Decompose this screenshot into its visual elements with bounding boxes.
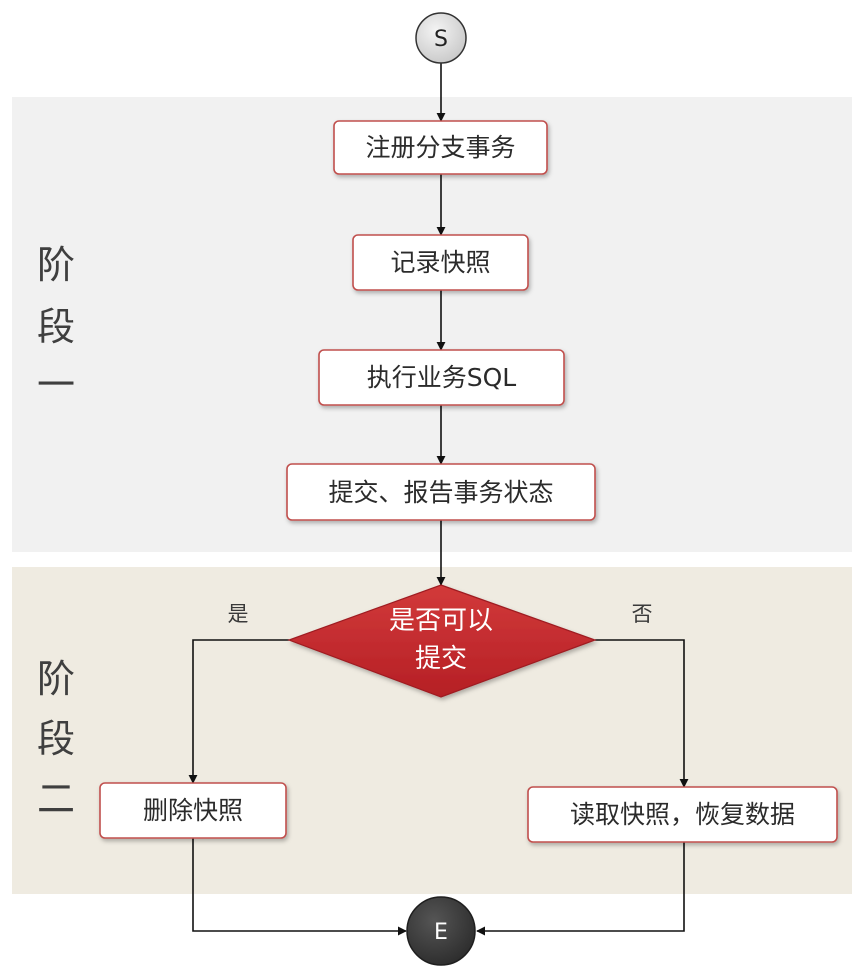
phase1-label-char-3: 一 [37, 363, 75, 407]
phase2-label: 阶 段 二 [37, 657, 75, 821]
phase1-label-char-1: 阶 [37, 243, 75, 287]
phase2-label-char-1: 阶 [37, 657, 75, 701]
action-label: 删除快照 [143, 796, 243, 825]
end-node: E [406, 896, 476, 966]
branch-yes-label: 是 [228, 602, 249, 626]
phase2-label-char-2: 段 [37, 717, 75, 761]
phase1-label: 阶 段 一 [37, 243, 75, 407]
branch-no-label: 否 [632, 602, 653, 626]
decision-label-line-2: 提交 [415, 644, 467, 674]
decision-can-commit: 是否可以 提交 [287, 584, 597, 698]
step-box [318, 349, 565, 406]
step-record-snapshot: 记录快照 [352, 234, 529, 291]
step-label: 记录快照 [390, 248, 490, 277]
step-box [286, 463, 596, 521]
start-node: S [415, 12, 467, 64]
connectors [188, 63, 689, 936]
action-label: 读取快照，恢复数据 [570, 800, 795, 829]
step-commit-report: 提交、报告事务状态 [286, 463, 596, 521]
phase2-label-char-3: 二 [37, 777, 75, 821]
step-label: 提交、报告事务状态 [328, 478, 553, 507]
step-register-branch: 注册分支事务 [333, 120, 548, 175]
step-execute-sql: 执行业务SQL [318, 349, 565, 406]
decision-diamond [287, 584, 597, 698]
action-restore-snapshot: 读取快照，恢复数据 [527, 786, 838, 843]
step-label: 注册分支事务 [365, 133, 515, 162]
action-box [99, 782, 287, 839]
edge-decision-no [595, 639, 689, 788]
start-circle [415, 12, 467, 64]
end-circle [406, 896, 476, 966]
end-label: E [434, 920, 448, 945]
phase1-label-char-2: 段 [37, 305, 75, 349]
step-box [352, 234, 529, 291]
step-box [333, 120, 548, 175]
edge-no-to-end [476, 842, 685, 936]
edge-yes-to-end [192, 838, 407, 936]
step-label: 执行业务SQL [367, 363, 517, 392]
edge-decision-yes [188, 639, 289, 784]
action-delete-snapshot: 删除快照 [99, 782, 287, 839]
decision-label-line-1: 是否可以 [389, 606, 493, 636]
start-label: S [434, 27, 448, 52]
action-box [527, 786, 838, 843]
